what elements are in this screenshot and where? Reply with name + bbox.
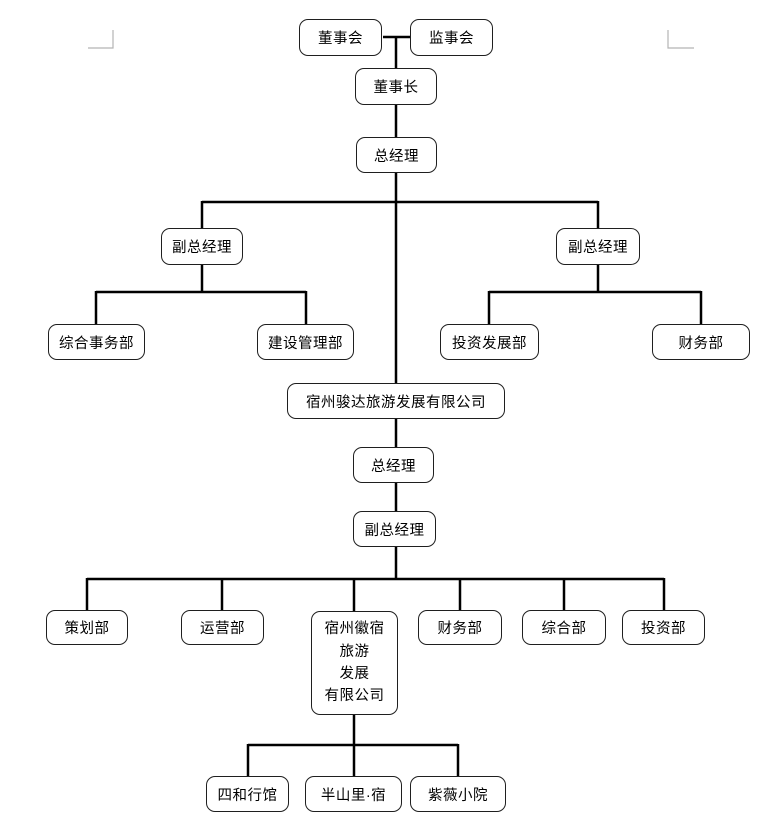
node-label-line: 有限公司 [324, 688, 385, 705]
node-label: 半山里·宿 [320, 787, 387, 804]
node-construction-mgmt-dept[interactable]: 建设管理部 [257, 324, 354, 360]
node-deputy-gm-left[interactable]: 副总经理 [161, 228, 243, 265]
node-banshanli-su[interactable]: 半山里·宿 [305, 776, 402, 812]
node-finance-dept-lower[interactable]: 财务部 [418, 610, 502, 645]
node-label: 建设管理部 [268, 335, 343, 352]
node-label: 综合事务部 [59, 335, 134, 352]
node-label: 董事会 [318, 31, 363, 47]
node-general-affairs-dept[interactable]: 综合事务部 [48, 324, 145, 360]
node-sihe-hotel[interactable]: 四和行馆 [206, 776, 289, 812]
node-label: 宿州骏达旅游发展有限公司 [306, 394, 486, 411]
node-label: 投资发展部 [452, 335, 527, 352]
page-corner-mark-top-left [88, 30, 114, 49]
node-label-line: 宿州徽宿 [324, 621, 385, 638]
org-chart-connectors [85, 35, 703, 777]
node-board-of-directors[interactable]: 董事会 [299, 19, 382, 56]
node-label: 紫薇小院 [428, 787, 488, 804]
node-planning-dept[interactable]: 策划部 [46, 610, 128, 645]
node-label-line: 发展 [339, 666, 370, 682]
node-label: 副总经理 [364, 522, 425, 539]
node-label: 副总经理 [172, 240, 232, 256]
node-label: 监事会 [429, 31, 474, 47]
node-investment-dept[interactable]: 投资部 [622, 610, 705, 645]
node-label: 综合部 [541, 621, 587, 637]
node-huisu-company[interactable]: 宿州徽宿 旅游 发展 有限公司 [311, 611, 398, 715]
node-label: 财务部 [437, 621, 483, 637]
node-label-line: 旅游 [339, 643, 370, 660]
node-investment-dev-dept[interactable]: 投资发展部 [440, 324, 539, 360]
node-deputy-gm-right[interactable]: 副总经理 [556, 228, 640, 265]
node-label: 四和行馆 [217, 787, 278, 804]
node-label: 董事长 [373, 80, 419, 96]
node-label: 投资部 [641, 621, 686, 637]
node-operations-dept[interactable]: 运营部 [181, 610, 264, 645]
node-label: 总经理 [371, 458, 416, 475]
node-general-manager-lower[interactable]: 总经理 [353, 447, 434, 483]
node-label: 财务部 [678, 335, 724, 352]
node-label: 副总经理 [568, 240, 628, 256]
node-chairman[interactable]: 董事长 [355, 68, 437, 105]
node-general-manager-top[interactable]: 总经理 [356, 137, 437, 173]
node-board-of-supervisors[interactable]: 监事会 [410, 19, 493, 56]
node-general-dept[interactable]: 综合部 [522, 610, 606, 645]
node-finance-dept-upper[interactable]: 财务部 [652, 324, 750, 360]
node-ziwei-xiaoyuan[interactable]: 紫薇小院 [410, 776, 506, 812]
node-label: 策划部 [64, 621, 110, 637]
node-deputy-gm-lower[interactable]: 副总经理 [353, 511, 436, 547]
node-label: 运营部 [200, 621, 245, 637]
node-junda-company[interactable]: 宿州骏达旅游发展有限公司 [287, 383, 505, 419]
node-label: 总经理 [374, 148, 419, 165]
page-corner-mark-top-right [667, 30, 694, 49]
